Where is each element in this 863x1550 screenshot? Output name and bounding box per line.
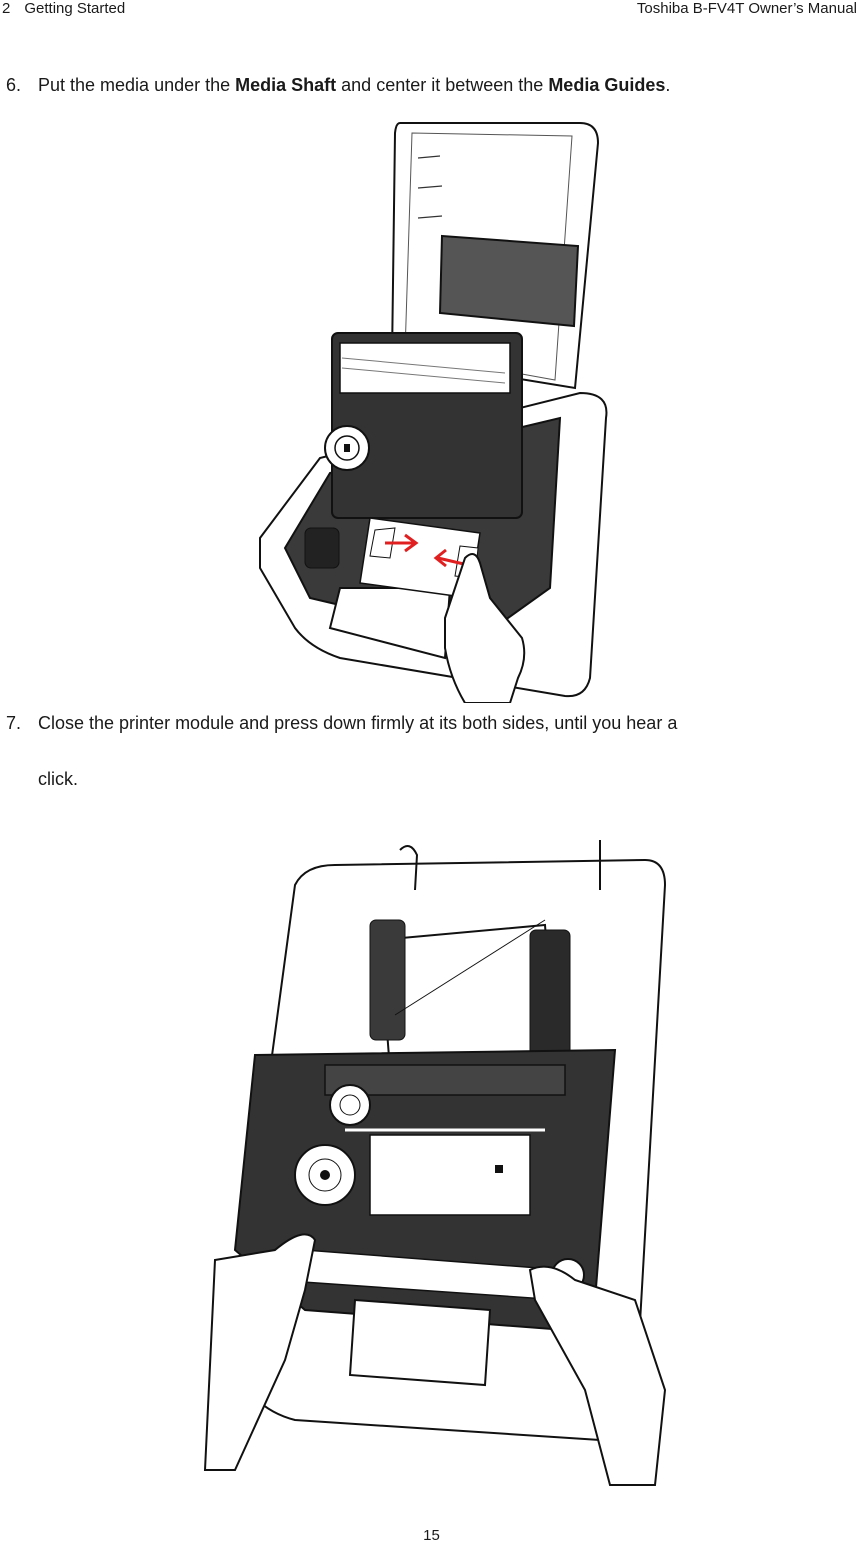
- step-7: 7. Close the printer module and press dow…: [6, 695, 856, 807]
- chapter-title: Getting Started: [24, 0, 126, 17]
- step-text: Put the media under the: [38, 75, 236, 95]
- figure-media-loading: [259, 122, 608, 703]
- manual-title: Toshiba B-FV4T Owner’s Manual: [636, 0, 857, 17]
- step-number: 7.: [6, 713, 22, 733]
- chapter-number: 2: [2, 0, 11, 17]
- step-6: 6. Put the media under the Media Shaft an…: [6, 68, 670, 102]
- page-header: 2 Getting Started Toshiba B-FV4T Owner’s …: [0, 0, 863, 24]
- term-media-guides: Media Guides: [548, 75, 666, 95]
- step-text-line2: click.: [38, 769, 78, 789]
- step-text-line1: Close the printer module and press down …: [38, 713, 678, 733]
- header-chapter: 2 Getting Started: [2, 0, 125, 17]
- step-number: 6.: [6, 75, 22, 95]
- page-number: 15: [423, 1527, 440, 1544]
- step-text: .: [665, 75, 671, 95]
- figure-close-module: [203, 840, 667, 1486]
- term-media-shaft: Media Shaft: [235, 75, 337, 95]
- step-text: and center it between the: [336, 75, 549, 95]
